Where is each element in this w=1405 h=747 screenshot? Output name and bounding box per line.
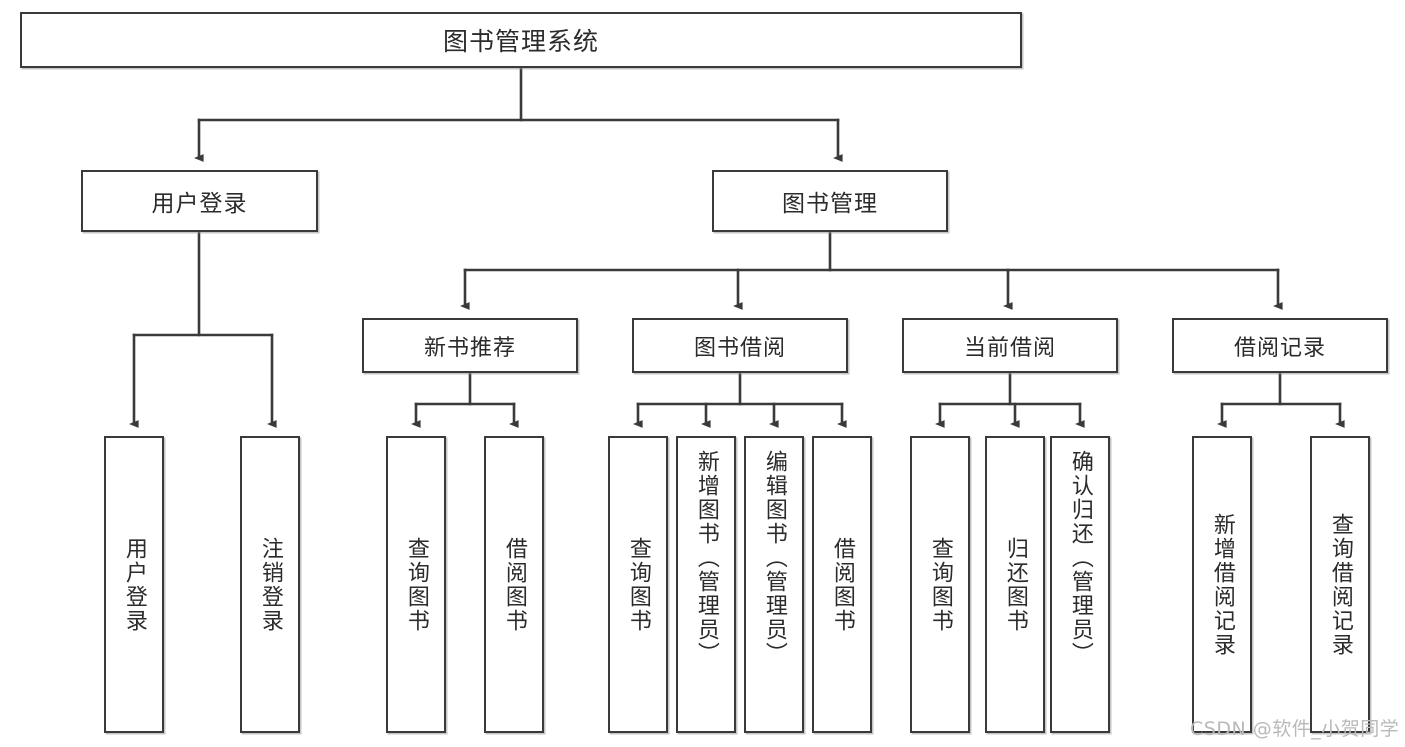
leaf-label: 查询图书 bbox=[927, 536, 953, 633]
node-label: 新书推荐 bbox=[423, 335, 516, 361]
leaf-label: 新增图书（管理员） bbox=[693, 450, 719, 666]
leaf-query-book-current[interactable]: 查询图书 bbox=[910, 436, 970, 733]
leaf-return-book[interactable]: 归还图书 bbox=[985, 436, 1045, 733]
node-label: 用户登录 bbox=[151, 191, 248, 217]
leaf-inner: 查询图书 bbox=[388, 446, 444, 723]
leaf-label: 归还图书 bbox=[1002, 536, 1028, 633]
node-label: 图书借阅 bbox=[693, 335, 786, 361]
leaf-add-borrow-record[interactable]: 新增借阅记录 bbox=[1192, 436, 1252, 733]
leaf-borrow-book-new-book[interactable]: 借阅图书 bbox=[484, 436, 544, 733]
leaf-query-book-new-book[interactable]: 查询图书 bbox=[386, 436, 446, 733]
node-user-login[interactable]: 用户登录 bbox=[81, 170, 318, 232]
leaf-inner: 查询借阅记录 bbox=[1312, 446, 1368, 723]
node-book-management-system[interactable]: 图书管理系统 bbox=[20, 12, 1022, 68]
leaf-inner: 新增借阅记录 bbox=[1194, 446, 1250, 723]
leaf-label: 用户登录 bbox=[121, 536, 147, 633]
leaf-inner: 用户登录 bbox=[106, 446, 162, 723]
leaf-label: 注销登录 bbox=[257, 536, 283, 633]
leaf-label: 查询图书 bbox=[625, 536, 651, 633]
leaf-inner: 注销登录 bbox=[242, 446, 298, 723]
csdn-watermark: CSDN @软件_小贺同学 bbox=[1190, 718, 1400, 740]
leaf-confirm-return-admin[interactable]: 确认归还（管理员） bbox=[1050, 436, 1110, 733]
leaf-inner: 确认归还（管理员） bbox=[1052, 446, 1108, 727]
leaf-label: 借阅图书 bbox=[829, 536, 855, 633]
leaf-label: 编辑图书（管理员） bbox=[761, 450, 787, 666]
leaf-query-book-borrow[interactable]: 查询图书 bbox=[608, 436, 668, 733]
leaf-label: 借阅图书 bbox=[501, 536, 527, 633]
leaf-logout[interactable]: 注销登录 bbox=[240, 436, 300, 733]
leaf-inner: 新增图书（管理员） bbox=[678, 446, 734, 727]
leaf-label: 查询借阅记录 bbox=[1327, 512, 1353, 657]
leaf-inner: 编辑图书（管理员） bbox=[746, 446, 802, 727]
leaf-user-login[interactable]: 用户登录 bbox=[104, 436, 164, 733]
node-label: 当前借阅 bbox=[963, 335, 1056, 361]
leaf-inner: 查询图书 bbox=[912, 446, 968, 723]
leaf-add-book-admin[interactable]: 新增图书（管理员） bbox=[676, 436, 736, 733]
leaf-label: 确认归还（管理员） bbox=[1067, 450, 1093, 666]
node-label: 图书管理 bbox=[782, 191, 878, 217]
leaf-inner: 归还图书 bbox=[987, 446, 1043, 723]
node-label: 图书管理系统 bbox=[442, 27, 599, 56]
leaf-edit-book-admin[interactable]: 编辑图书（管理员） bbox=[744, 436, 804, 733]
leaf-inner: 借阅图书 bbox=[486, 446, 542, 723]
node-new-book-recommendation[interactable]: 新书推荐 bbox=[362, 318, 578, 373]
leaf-query-borrow-record[interactable]: 查询借阅记录 bbox=[1310, 436, 1370, 733]
node-label: 借阅记录 bbox=[1233, 335, 1326, 361]
leaf-inner: 借阅图书 bbox=[814, 446, 870, 723]
leaf-label: 新增借阅记录 bbox=[1209, 512, 1235, 657]
leaf-inner: 查询图书 bbox=[610, 446, 666, 723]
node-book-management[interactable]: 图书管理 bbox=[712, 170, 948, 232]
leaf-borrow-book-borrow[interactable]: 借阅图书 bbox=[812, 436, 872, 733]
node-current-borrow[interactable]: 当前借阅 bbox=[902, 318, 1118, 373]
node-book-borrow[interactable]: 图书借阅 bbox=[632, 318, 848, 373]
leaf-label: 查询图书 bbox=[403, 536, 429, 633]
node-borrow-record[interactable]: 借阅记录 bbox=[1172, 318, 1388, 373]
